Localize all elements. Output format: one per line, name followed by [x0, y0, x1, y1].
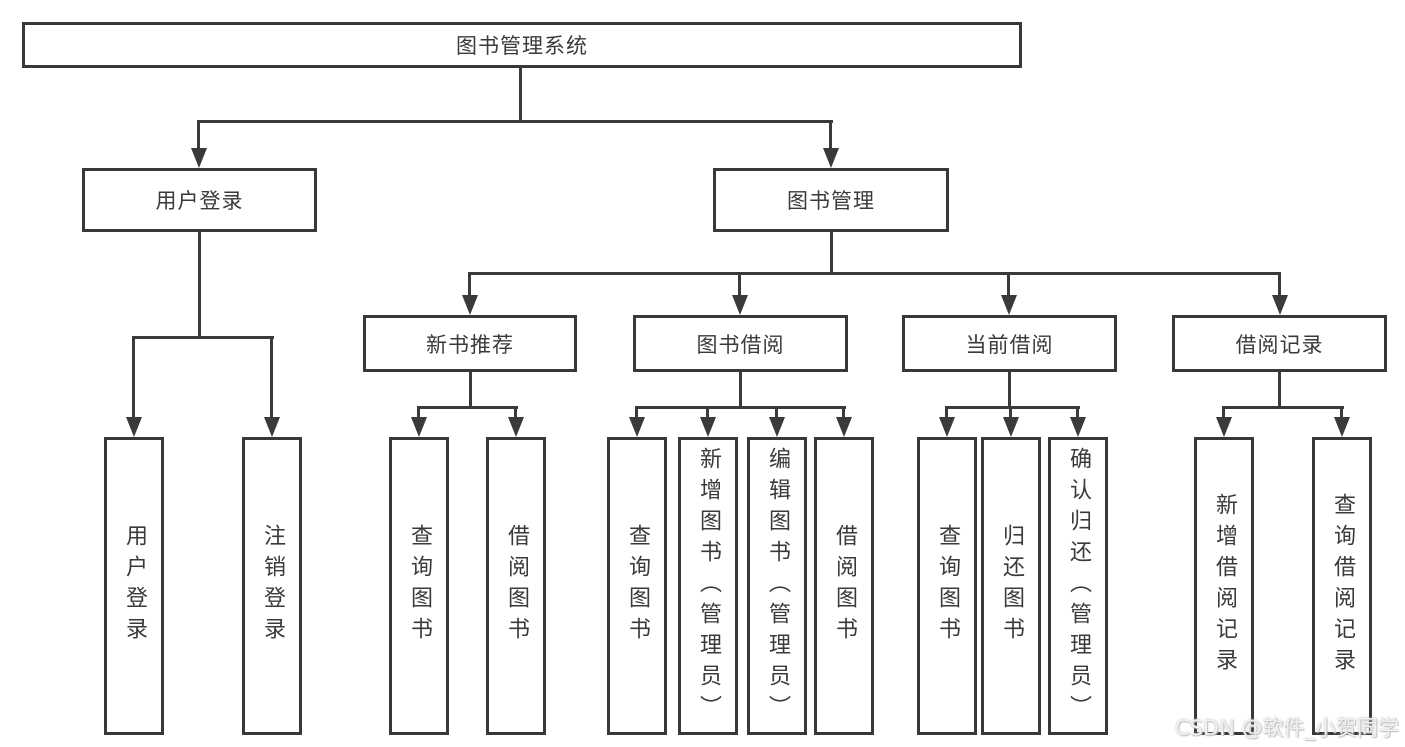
- arrowhead-down-icon: [462, 295, 478, 315]
- connector-user-branch: [133, 336, 274, 339]
- node-user-login: 用户登录: [82, 168, 317, 232]
- arrowhead-down-icon: [126, 417, 142, 437]
- connector-current-branch: [946, 406, 1080, 409]
- arrowhead-down-icon: [1334, 417, 1350, 437]
- leaf-label: 确认归还（管理员）: [1066, 446, 1091, 726]
- arrowhead-down-icon: [1216, 417, 1232, 437]
- node-library-management-system: 图书管理系统: [22, 22, 1022, 68]
- arrowhead-down-icon: [411, 417, 427, 437]
- arrowhead-down-icon: [1070, 417, 1086, 437]
- node-new-book-recommend: 新书推荐: [363, 315, 577, 372]
- node-borrow-record: 借阅记录: [1172, 315, 1387, 372]
- leaf-edit-book-admin: 编辑图书（管理员）: [747, 437, 807, 735]
- connector-book-branch: [469, 272, 1281, 275]
- leaf-user-login: 用户登录: [104, 437, 164, 735]
- leaf-borrow-book: 借阅图书: [814, 437, 874, 735]
- node-book-management: 图书管理: [713, 168, 949, 232]
- connector-root-stem: [519, 68, 522, 120]
- connector-to-user-login-leaf: [132, 336, 135, 419]
- node-label: 图书管理系统: [456, 34, 588, 58]
- leaf-label: 新增图书（管理员）: [696, 446, 721, 726]
- node-label: 图书借阅: [696, 332, 785, 357]
- node-current-borrow: 当前借阅: [902, 315, 1117, 372]
- connector-leaf: [706, 406, 709, 419]
- connector-record-stem: [1278, 372, 1281, 406]
- connector-leaf: [945, 406, 948, 419]
- connector-recommend-stem: [469, 372, 472, 406]
- leaf-add-borrow-record: 新增借阅记录: [1194, 437, 1254, 735]
- connector-root-branch: [198, 120, 833, 123]
- connector-to-new-recommend: [468, 272, 471, 297]
- connector-leaf: [417, 406, 420, 419]
- leaf-label: 新增借阅记录: [1212, 493, 1237, 679]
- connector-record-branch: [1223, 406, 1344, 409]
- arrowhead-down-icon: [700, 417, 716, 437]
- arrowhead-down-icon: [629, 417, 645, 437]
- node-label: 当前借阅: [965, 332, 1054, 357]
- arrowhead-down-icon: [769, 417, 785, 437]
- leaf-query-book-current: 查询图书: [917, 437, 977, 735]
- connector-book-stem: [830, 232, 833, 272]
- connector-leaf: [1076, 406, 1079, 419]
- arrowhead-down-icon: [1001, 295, 1017, 315]
- node-book-borrow: 图书借阅: [633, 315, 848, 372]
- leaf-return-book: 归还图书: [981, 437, 1041, 735]
- leaf-query-book: 查询图书: [607, 437, 667, 735]
- node-label: 新书推荐: [426, 332, 514, 357]
- connector-leaf: [1009, 406, 1012, 419]
- leaf-label: 借阅图书: [832, 524, 857, 648]
- node-label: 借阅记录: [1235, 332, 1324, 357]
- leaf-label: 查询图书: [935, 524, 960, 648]
- connector-leaf: [1340, 406, 1343, 419]
- connector-leaf: [514, 406, 517, 419]
- connector-current-stem: [1008, 372, 1011, 406]
- arrowhead-down-icon: [264, 417, 280, 437]
- leaf-logout: 注销登录: [242, 437, 302, 735]
- connector-leaf: [842, 406, 845, 419]
- connector-borrow-stem: [739, 372, 742, 406]
- leaf-label: 查询图书: [625, 524, 650, 648]
- connector-to-current-borrow: [1007, 272, 1010, 297]
- arrowhead-down-icon: [836, 417, 852, 437]
- leaf-confirm-return-admin: 确认归还（管理员）: [1048, 437, 1108, 735]
- connector-to-user-login: [197, 120, 200, 150]
- leaf-label: 查询借阅记录: [1330, 493, 1355, 679]
- connector-user-stem: [198, 232, 201, 336]
- arrowhead-down-icon: [191, 148, 207, 168]
- leaf-label: 编辑图书（管理员）: [765, 446, 790, 726]
- arrowhead-down-icon: [1003, 417, 1019, 437]
- arrowhead-down-icon: [939, 417, 955, 437]
- arrowhead-down-icon: [732, 295, 748, 315]
- arrowhead-down-icon: [823, 148, 839, 168]
- connector-to-book-management: [829, 120, 832, 150]
- connector-to-logout-leaf: [270, 336, 273, 419]
- connector-leaf: [1222, 406, 1225, 419]
- leaf-add-book-admin: 新增图书（管理员）: [678, 437, 738, 735]
- connector-recommend-branch: [418, 406, 518, 409]
- connector-borrow-branch: [636, 406, 846, 409]
- leaf-label: 用户登录: [122, 524, 147, 648]
- node-label: 用户登录: [155, 189, 244, 213]
- leaf-label: 注销登录: [260, 524, 285, 648]
- connector-to-borrow-record: [1278, 272, 1281, 297]
- arrowhead-down-icon: [1272, 295, 1288, 315]
- leaf-label: 借阅图书: [504, 524, 529, 648]
- connector-leaf: [635, 406, 638, 419]
- node-label: 图书管理: [787, 189, 875, 213]
- leaf-label: 查询图书: [407, 524, 432, 648]
- leaf-query-borrow-record: 查询借阅记录: [1312, 437, 1372, 735]
- leaf-query-book-recommend: 查询图书: [389, 437, 449, 735]
- leaf-label: 归还图书: [999, 524, 1024, 648]
- connector-to-book-borrow: [738, 272, 741, 297]
- connector-leaf: [775, 406, 778, 419]
- arrowhead-down-icon: [508, 417, 524, 437]
- leaf-borrow-book-recommend: 借阅图书: [486, 437, 546, 735]
